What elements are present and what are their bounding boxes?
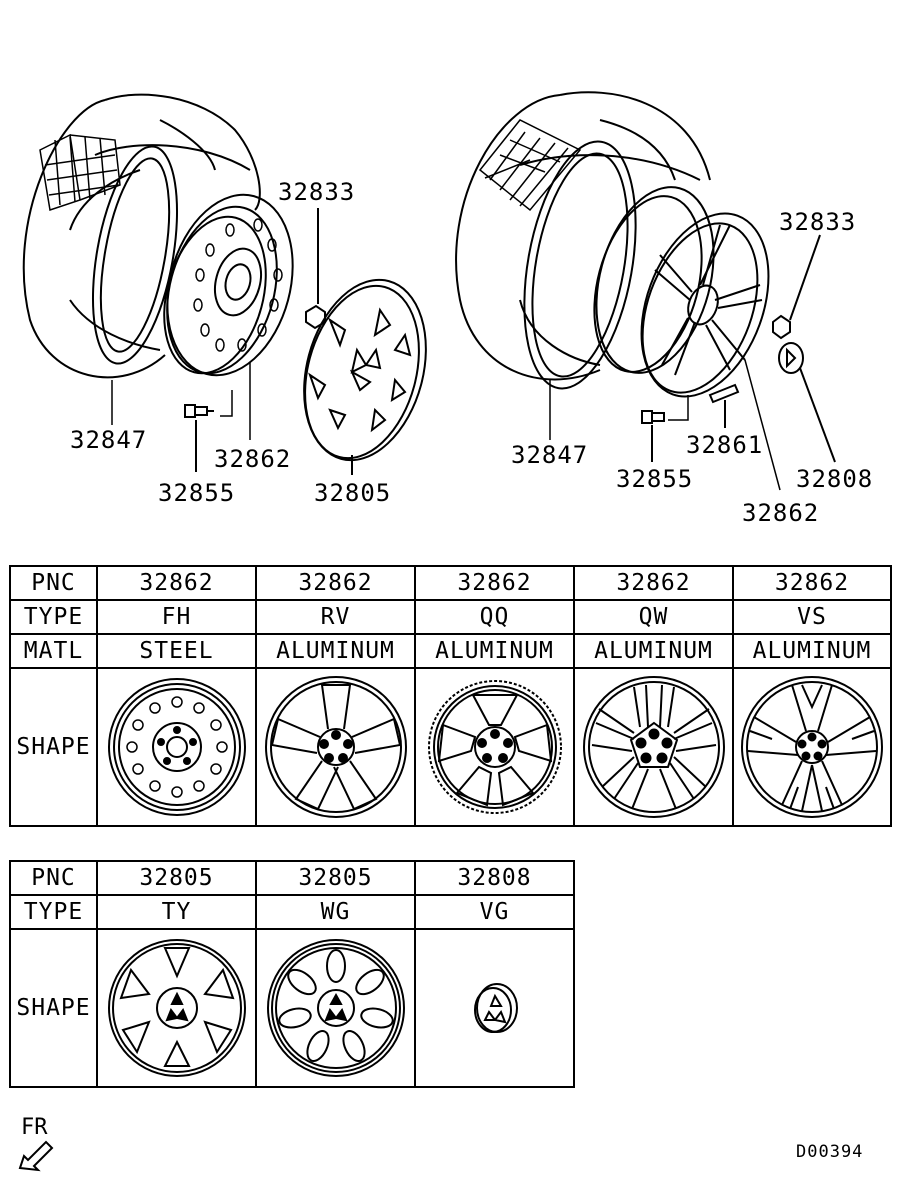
cell-pnc: 32805	[255, 860, 416, 896]
row-label-shape: SHAPE	[9, 928, 98, 1088]
cell-pnc: 32862	[255, 565, 416, 601]
shape-cell	[573, 667, 734, 827]
row-label-shape: SHAPE	[9, 667, 98, 827]
right-leader-lines	[549, 359, 781, 491]
exploded-view-diagram	[22, 91, 836, 491]
label-left-nut: 32833	[278, 178, 356, 206]
label-right-wheel: 32862	[742, 499, 820, 527]
direction-label: FR	[21, 1115, 48, 1140]
five-spoke-wheel-icon	[427, 680, 562, 814]
left-steel-wheel	[163, 193, 294, 377]
cover-type-table: PNC 32805 32805 32808 TYPE TY WG VG SHAP…	[9, 860, 575, 1088]
five-spoke-wheel-icon	[264, 676, 407, 818]
cell-pnc: 32862	[573, 565, 734, 601]
right-center-ornament	[778, 342, 836, 463]
cell-pnc: 32862	[414, 565, 575, 601]
label-right-weight: 32861	[686, 431, 764, 459]
wheel-type-table: PNC 32862 32862 32862 32862 32862 TYPE F…	[9, 565, 892, 827]
cell-type: VG	[414, 894, 575, 930]
cell-pnc: 32862	[732, 565, 892, 601]
drawing-code: D00394	[796, 1142, 864, 1162]
type-row: TYPE TY WG VG	[9, 894, 575, 930]
cell-matl: ALUMINUM	[732, 633, 892, 669]
material-row: MATL STEEL ALUMINUM ALUMINUM ALUMINUM AL…	[9, 633, 892, 669]
cell-pnc: 32808	[414, 860, 575, 896]
right-balance-weight	[708, 383, 740, 428]
cell-matl: ALUMINUM	[414, 633, 575, 669]
label-left-tire: 32847	[70, 426, 148, 454]
shape-cell	[255, 667, 416, 827]
center-ornament-icon	[473, 983, 518, 1033]
split-spoke-wheel-icon	[741, 676, 883, 818]
left-lug-nut	[305, 208, 326, 330]
front-arrow-icon	[18, 1140, 54, 1172]
shape-row: SHAPE	[9, 928, 575, 1088]
cell-matl: ALUMINUM	[573, 633, 734, 669]
type-row: TYPE FH RV QQ QW VS	[9, 599, 892, 635]
multi-spoke-wheel-icon	[582, 676, 725, 818]
left-leader-lines	[111, 362, 251, 440]
cell-matl: STEEL	[96, 633, 257, 669]
label-right-ornament: 32808	[796, 465, 874, 493]
cell-type: FH	[96, 599, 257, 635]
row-label-matl: MATL	[9, 633, 98, 669]
wheel-cover-icon	[266, 939, 405, 1077]
shape-cell	[96, 928, 257, 1088]
cell-type: QQ	[414, 599, 575, 635]
cell-type: WG	[255, 894, 416, 930]
shape-cell	[414, 928, 575, 1088]
row-label-pnc: PNC	[9, 565, 98, 601]
pnc-row: PNC 32805 32805 32808	[9, 860, 575, 896]
wheel-cover-icon	[107, 939, 246, 1077]
shape-row: SHAPE	[9, 667, 892, 827]
row-label-type: TYPE	[9, 894, 98, 930]
cell-type: QW	[573, 599, 734, 635]
cell-pnc: 32862	[96, 565, 257, 601]
label-right-tire: 32847	[511, 441, 589, 469]
steel-wheel-icon	[107, 678, 246, 816]
shape-cell	[96, 667, 257, 827]
cell-type: VS	[732, 599, 892, 635]
row-label-type: TYPE	[9, 599, 98, 635]
cell-pnc: 32805	[96, 860, 257, 896]
row-label-pnc: PNC	[9, 860, 98, 896]
label-right-nut: 32833	[779, 208, 857, 236]
shape-cell	[414, 667, 575, 827]
cell-type: RV	[255, 599, 416, 635]
label-right-valve: 32855	[616, 465, 694, 493]
cell-matl: ALUMINUM	[255, 633, 416, 669]
label-left-wheel: 32862	[214, 445, 292, 473]
left-valve-stem	[184, 390, 233, 472]
left-tire	[22, 93, 261, 379]
right-tire	[455, 91, 711, 390]
right-valve-stem	[641, 395, 689, 462]
pnc-row: PNC 32862 32862 32862 32862 32862	[9, 565, 892, 601]
left-wheel-cover	[303, 278, 427, 475]
label-left-cover: 32805	[314, 479, 392, 507]
right-lug-nut	[772, 234, 821, 340]
right-alloy-wheel	[593, 186, 770, 398]
label-left-valve: 32855	[158, 479, 236, 507]
shape-cell	[255, 928, 416, 1088]
shape-cell	[732, 667, 892, 827]
cell-type: TY	[96, 894, 257, 930]
